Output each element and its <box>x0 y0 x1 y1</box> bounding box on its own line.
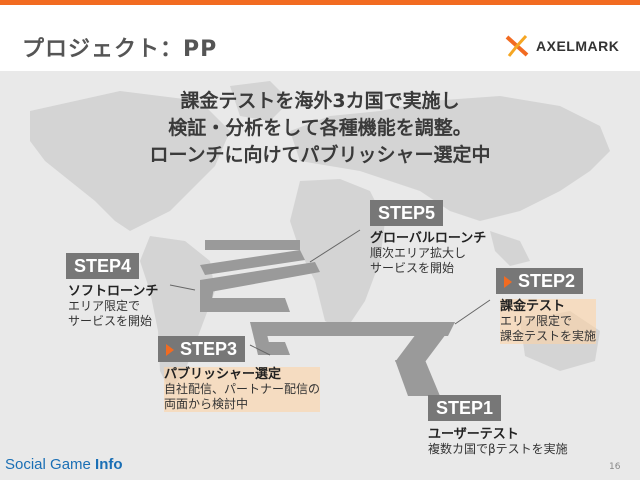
step1-title: ユーザーテスト <box>428 427 519 442</box>
step3-title: パブリッシャー選定 <box>164 367 321 382</box>
step5-line-1: 順次エリア拡大し <box>370 246 467 260</box>
footer-brand-a: Social Game <box>5 456 96 473</box>
step3-line-1: 自社配信、パートナー配信の <box>164 382 321 397</box>
logo: AXELMARK <box>504 33 619 59</box>
headline-line-2: 検証・分析をして各種機能を調整。 <box>168 117 472 139</box>
step4-line-2: サービスを開始 <box>68 314 153 328</box>
header: プロジェクト：PP AXELMARK <box>0 5 640 71</box>
step3-text: パブリッシャー選定 自社配信、パートナー配信の 両面から検討中 <box>164 367 321 412</box>
step5-line-2: サービスを開始 <box>370 261 455 275</box>
footer-brand-b: Info <box>95 456 123 473</box>
headline-line-1: 課金テストを海外3カ国で実施し <box>180 90 460 112</box>
axelmark-logo-icon <box>505 34 529 57</box>
page-number: 16 <box>609 462 621 472</box>
top-accent-bar <box>0 0 640 5</box>
step4-line-1: エリア限定で <box>68 299 141 313</box>
footer-brand: Social Game Info <box>5 456 123 473</box>
step5-text: グローバルローンチ 順次エリア拡大し サービスを開始 <box>370 231 486 276</box>
step4-title: ソフトローンチ <box>68 284 159 299</box>
step2-text: 課金テスト エリア限定で 課金テストを実施 <box>500 299 597 344</box>
step2-label: STEP2 <box>496 268 584 294</box>
step2-line-1: エリア限定で <box>500 314 597 329</box>
step3-label: STEP3 <box>158 336 246 362</box>
page-title: プロジェクト：PP <box>22 37 218 62</box>
step5-label: STEP5 <box>370 200 444 226</box>
step3-line-2: 両面から検討中 <box>164 397 321 412</box>
step2-arrow-icon <box>504 276 512 289</box>
step5-title: グローバルローンチ <box>370 231 487 246</box>
step4-text: ソフトローンチ エリア限定で サービスを開始 <box>68 284 158 329</box>
step1-label: STEP1 <box>428 395 502 421</box>
step3-arrow-icon <box>166 344 174 357</box>
step1-text: ユーザーテスト 複数カ国でβテストを実施 <box>428 427 568 457</box>
logo-text: AXELMARK <box>536 38 620 54</box>
step4-label: STEP4 <box>66 253 140 279</box>
step2-title: 課金テスト <box>500 299 597 314</box>
step1-line-1: 複数カ国でβテストを実施 <box>428 442 568 456</box>
step2-line-2: 課金テストを実施 <box>500 329 597 344</box>
headline-line-3: ローンチに向けてパブリッシャー選定中 <box>149 144 491 166</box>
headline: 課金テストを海外3カ国で実施し 検証・分析をして各種機能を調整。 ローンチに向け… <box>0 88 640 169</box>
